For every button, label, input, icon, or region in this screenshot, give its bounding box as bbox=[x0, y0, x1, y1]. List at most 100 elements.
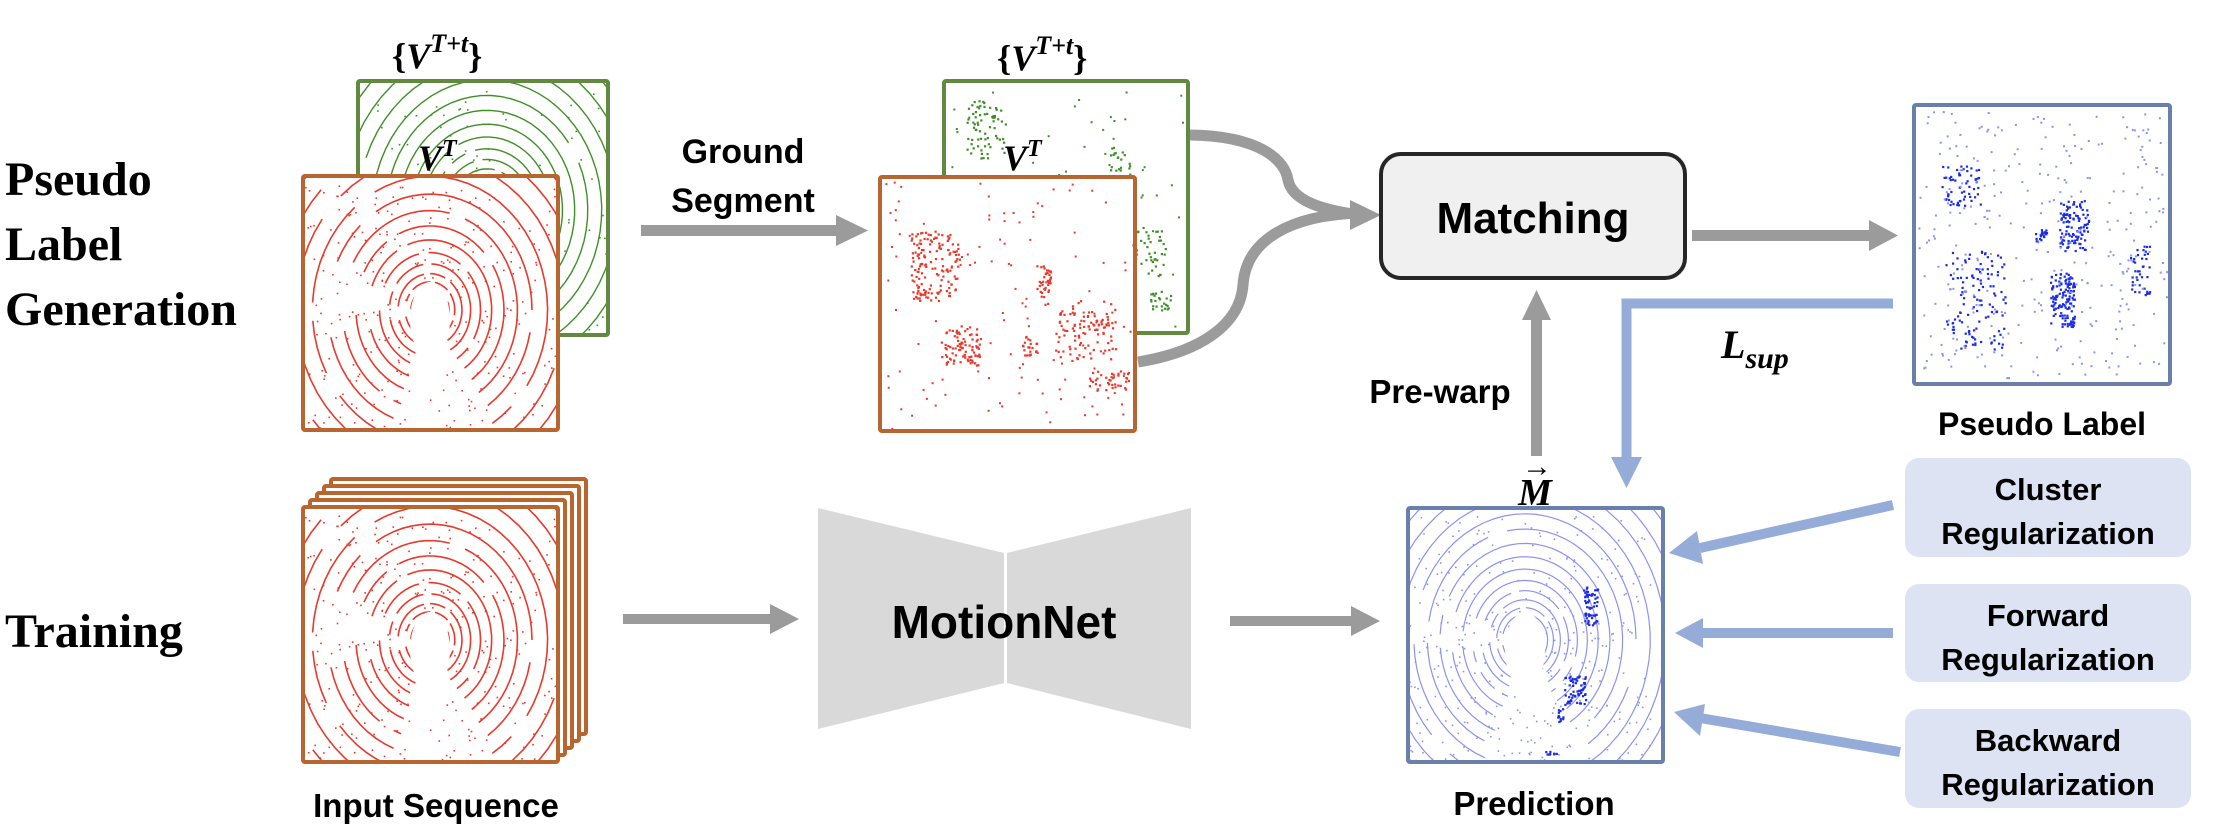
object-point bbox=[1047, 283, 1050, 286]
object-point bbox=[2038, 172, 2041, 175]
lidar-point bbox=[510, 309, 512, 311]
lidar-point bbox=[325, 332, 327, 335]
lidar-point bbox=[1404, 645, 1406, 647]
object-point bbox=[917, 285, 921, 289]
object-point bbox=[1978, 299, 1981, 302]
lidar-point bbox=[357, 705, 359, 708]
lidar-point bbox=[449, 591, 451, 594]
object-point bbox=[2062, 291, 2065, 295]
lidar-point bbox=[399, 186, 402, 189]
object-point bbox=[1952, 337, 1955, 340]
object-point bbox=[1018, 366, 1021, 369]
pre-warp-arrow bbox=[1522, 290, 1551, 456]
lidar-point bbox=[588, 329, 591, 331]
object-point bbox=[1141, 194, 1144, 197]
object-point bbox=[1137, 231, 1140, 234]
object-point bbox=[2108, 366, 2111, 369]
object-point bbox=[2073, 211, 2076, 215]
lidar-point bbox=[398, 346, 400, 349]
object-point bbox=[2121, 270, 2124, 273]
object-point bbox=[1950, 200, 1953, 203]
object-point bbox=[2143, 253, 2146, 256]
lidar-point bbox=[488, 336, 491, 339]
object-point bbox=[1990, 151, 1993, 154]
object-point bbox=[1027, 338, 1030, 341]
object-point bbox=[1151, 260, 1154, 264]
lidar-point bbox=[490, 575, 492, 578]
object-point bbox=[1082, 311, 1085, 314]
object-point bbox=[1946, 320, 1949, 323]
object-point bbox=[1579, 689, 1582, 693]
object-point bbox=[973, 101, 976, 104]
lidar-ring bbox=[378, 251, 482, 364]
object-point bbox=[942, 275, 945, 278]
lidar-point bbox=[467, 241, 469, 244]
object-point bbox=[1109, 116, 1112, 118]
pre-warp-label: Pre-warp bbox=[1369, 373, 1510, 410]
lidar-point bbox=[1641, 537, 1643, 539]
object-point bbox=[2067, 207, 2070, 210]
motionnet-encoder bbox=[818, 508, 1004, 729]
lidar-point bbox=[1588, 757, 1590, 760]
lidar-point bbox=[328, 358, 331, 360]
object-point bbox=[1044, 272, 1047, 276]
lidar-point bbox=[482, 321, 485, 324]
lidar-point bbox=[1575, 727, 1578, 730]
object-point bbox=[957, 243, 960, 246]
lidar-point bbox=[477, 670, 480, 673]
lidar-point bbox=[1548, 577, 1551, 580]
object-point bbox=[2140, 276, 2144, 279]
object-point bbox=[2146, 245, 2149, 249]
object-point bbox=[957, 331, 960, 334]
object-point bbox=[1036, 287, 1039, 291]
lidar-point bbox=[374, 533, 376, 536]
object-point bbox=[894, 219, 897, 222]
lidar-point bbox=[432, 191, 435, 194]
object-point bbox=[979, 355, 982, 358]
lidar-point bbox=[1474, 697, 1477, 699]
lidar-point bbox=[1566, 556, 1569, 559]
object-point bbox=[2021, 181, 2024, 184]
object-point bbox=[2067, 282, 2070, 285]
object-point bbox=[2125, 228, 2128, 231]
lidar-point bbox=[465, 571, 467, 573]
lidar-point bbox=[430, 547, 432, 549]
object-point bbox=[1055, 349, 1058, 352]
object-point bbox=[1954, 353, 1956, 356]
object-point bbox=[1090, 321, 1093, 324]
object-point bbox=[1591, 617, 1594, 620]
object-point bbox=[2119, 304, 2122, 307]
object-point bbox=[908, 234, 911, 237]
lidar-point bbox=[403, 331, 406, 334]
lidar-point bbox=[479, 559, 482, 561]
object-point bbox=[2060, 241, 2063, 244]
lidar-point bbox=[319, 757, 322, 759]
lidar-point bbox=[517, 433, 519, 435]
lidar-point bbox=[1421, 740, 1424, 743]
object-point bbox=[935, 320, 937, 323]
lidar-point bbox=[404, 115, 406, 118]
object-point bbox=[1961, 182, 1964, 185]
object-point bbox=[2074, 145, 2077, 147]
lidar-point bbox=[1643, 538, 1646, 540]
object-point bbox=[2066, 325, 2069, 328]
object-point bbox=[2109, 250, 2112, 253]
object-point bbox=[1993, 194, 1996, 197]
lidar-point bbox=[448, 529, 451, 531]
object-point bbox=[2064, 282, 2067, 285]
object-point bbox=[1954, 179, 1957, 182]
lidar-point bbox=[370, 681, 372, 683]
object-point bbox=[1961, 169, 1964, 172]
object-point bbox=[2069, 290, 2072, 293]
lidar-point bbox=[1597, 637, 1599, 640]
object-point bbox=[1583, 589, 1586, 592]
lidar-point bbox=[1502, 571, 1505, 573]
lidar-point bbox=[384, 339, 387, 342]
object-point bbox=[1571, 696, 1574, 699]
object-point bbox=[987, 143, 990, 146]
object-point bbox=[1112, 153, 1115, 156]
lidar-point bbox=[513, 683, 515, 685]
lidar-point bbox=[568, 219, 570, 221]
object-point bbox=[1120, 158, 1123, 161]
lidar-point bbox=[375, 557, 377, 560]
